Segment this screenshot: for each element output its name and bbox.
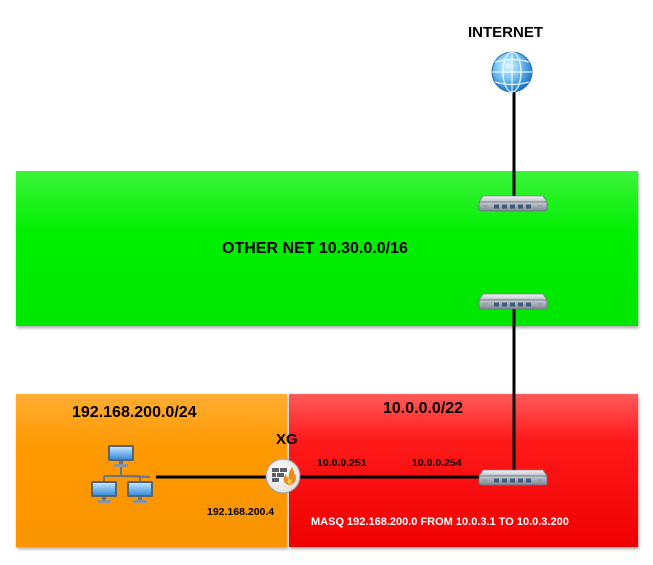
firewall-label: XG bbox=[276, 431, 298, 448]
router-ip-label: 10.0.0.254 bbox=[412, 457, 462, 469]
globe-icon bbox=[491, 51, 533, 93]
wan-zone bbox=[289, 394, 638, 547]
lan-subnet-label: 192.168.200.0/24 bbox=[72, 404, 197, 421]
switch-icon bbox=[478, 293, 548, 310]
masq-rule-label: MASQ 192.168.200.0 FROM 10.0.3.1 TO 10.0… bbox=[311, 516, 569, 528]
lan-zone bbox=[16, 394, 287, 547]
switch-icon bbox=[478, 195, 548, 212]
wan-subnet-label: 10.0.0.0/22 bbox=[383, 400, 464, 417]
internet-label: INTERNET bbox=[468, 24, 543, 41]
firewall-icon bbox=[265, 458, 301, 494]
firewall-wan-ip-label: 10.0.0.251 bbox=[317, 457, 367, 469]
router-switch-icon bbox=[478, 469, 548, 486]
firewall-lan-ip-label: 192.168.200.4 bbox=[207, 506, 275, 518]
other-net-label: OTHER NET 10.30.0.0/16 bbox=[222, 240, 408, 257]
network-computers-icon bbox=[91, 445, 153, 503]
